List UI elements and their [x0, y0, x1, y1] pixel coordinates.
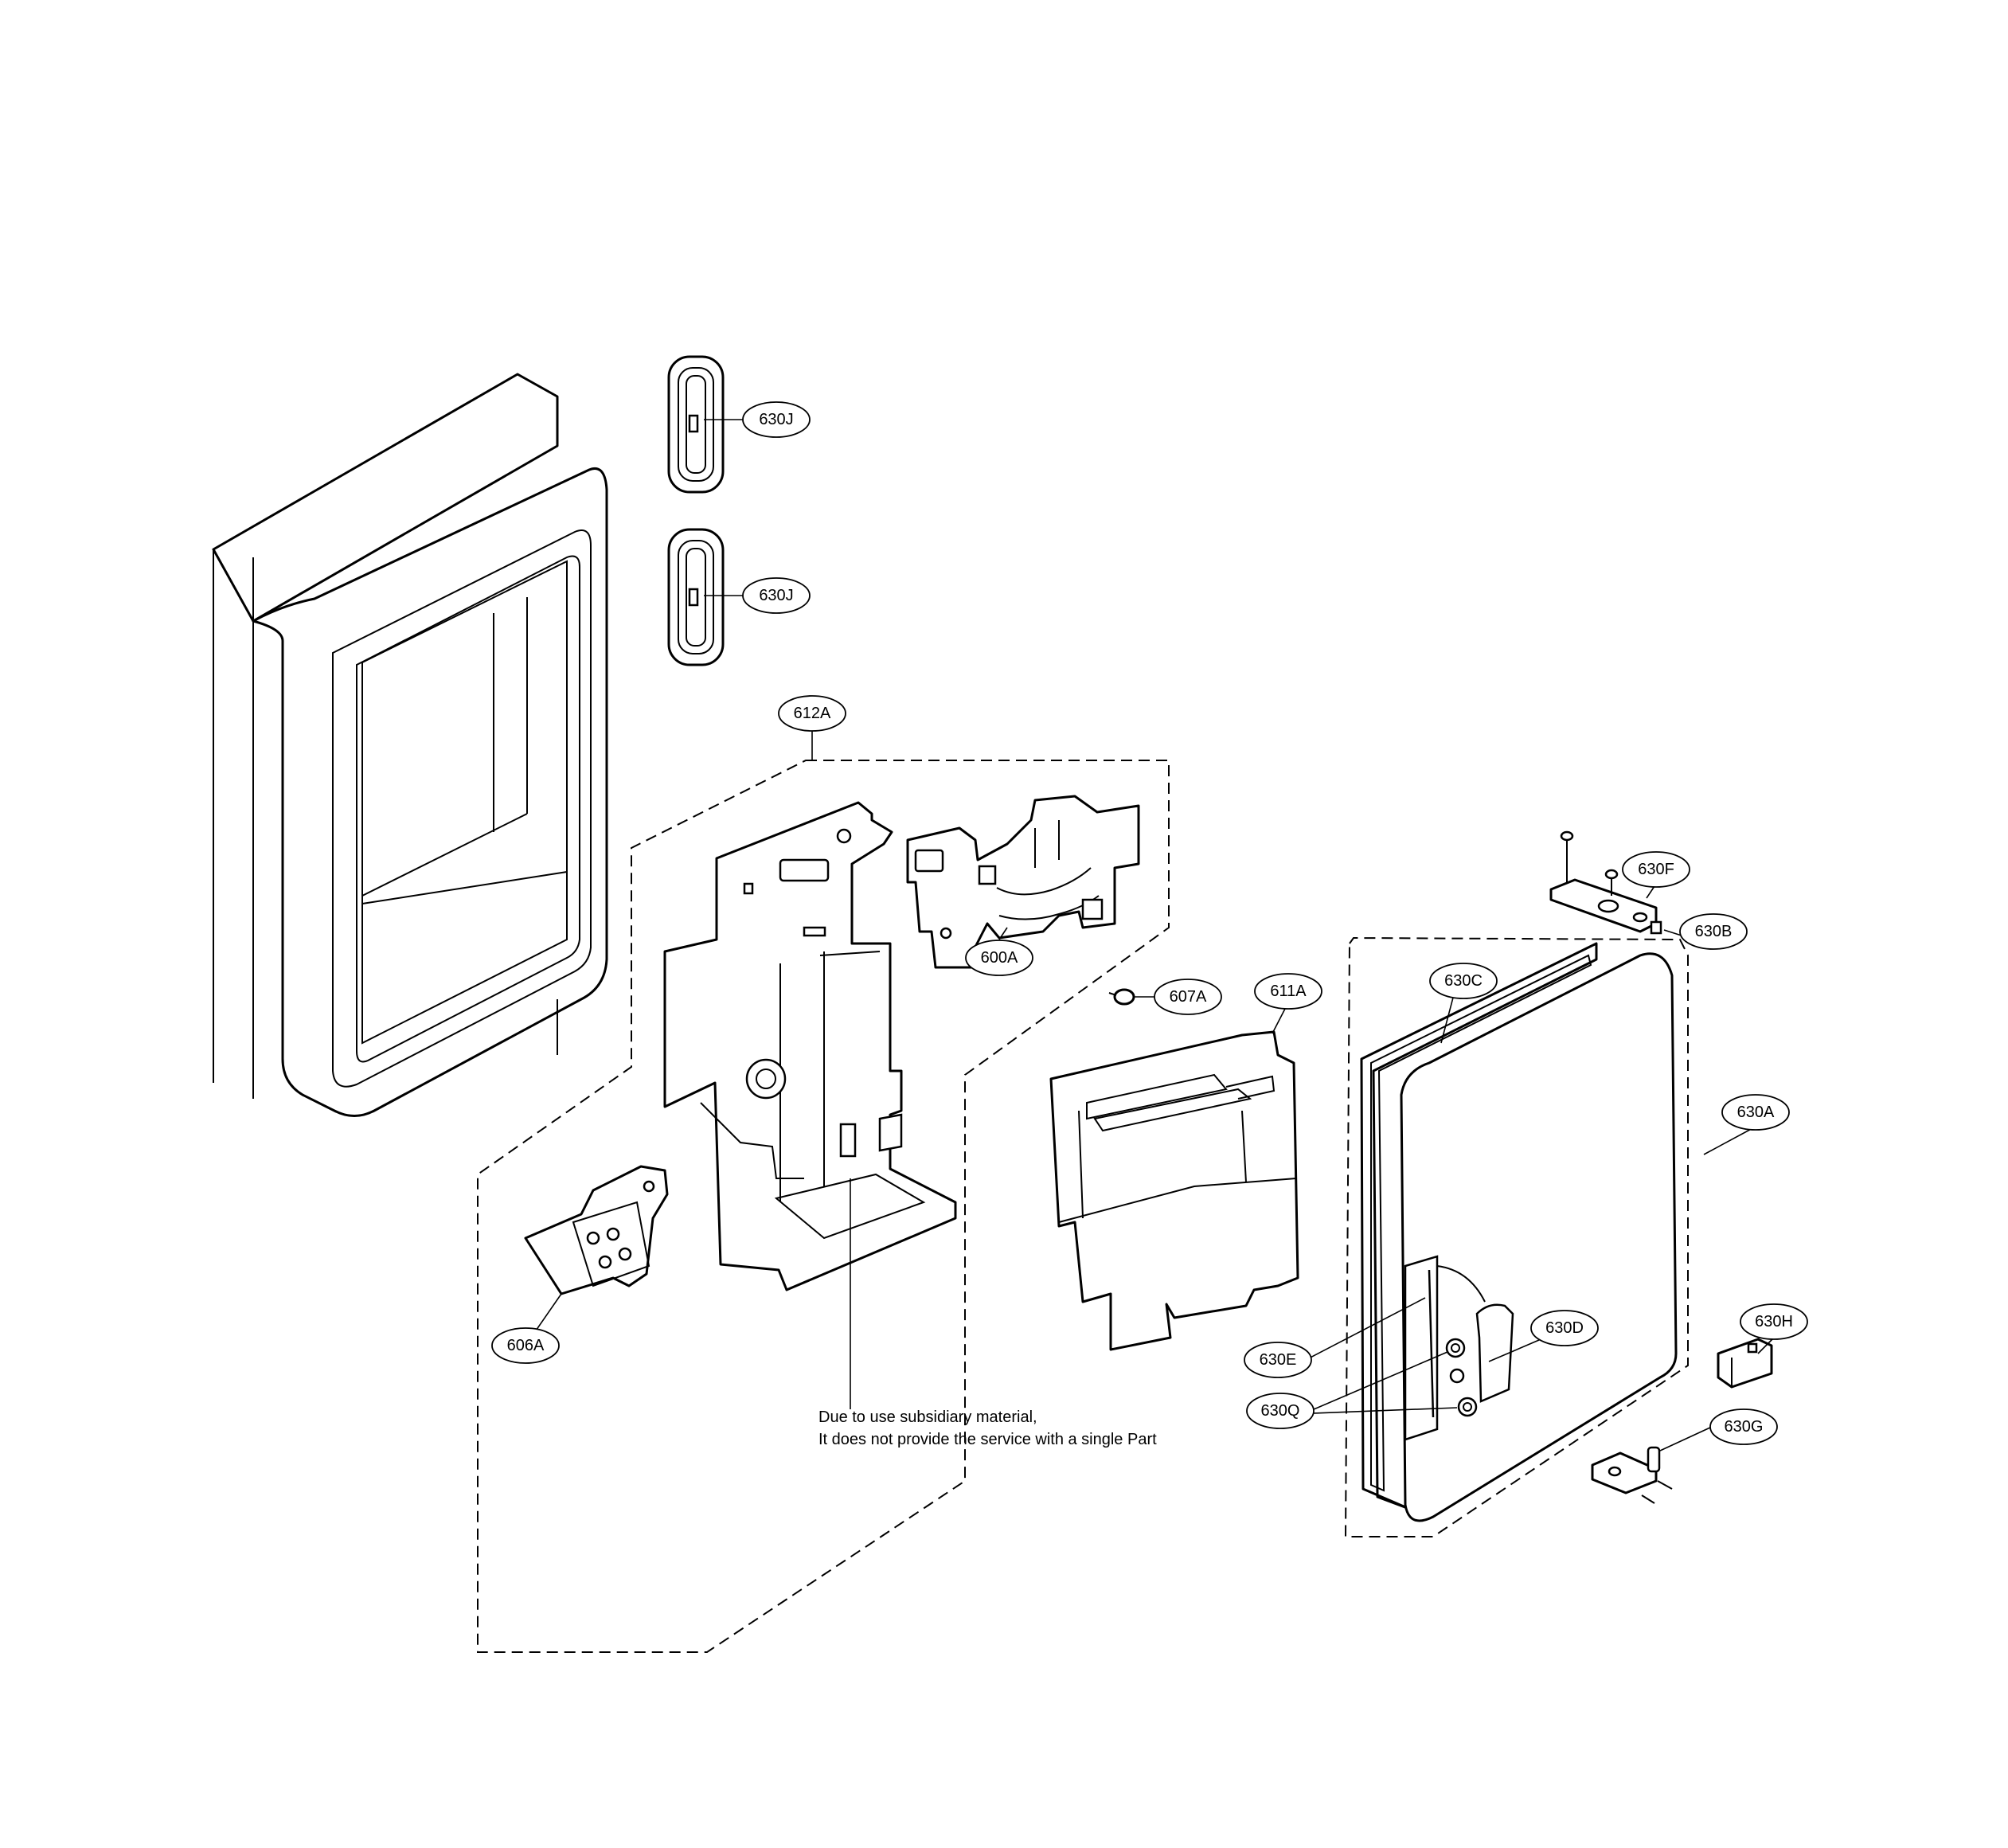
hinge-plate-630f [1549, 830, 1662, 935]
callout-630e: 630E [1244, 1342, 1312, 1378]
callout-630h: 630H [1740, 1303, 1808, 1340]
callout-label: 607A [1170, 988, 1207, 1006]
chute-cover [1049, 1030, 1299, 1351]
callout-630b: 630B [1679, 913, 1748, 950]
callout-607a: 607A [1154, 979, 1222, 1015]
door-frame-assembly [212, 373, 608, 1117]
seal-630j-lower [667, 528, 725, 666]
seal-630j-upper [667, 355, 725, 494]
callout-630j-upper: 630J [742, 401, 811, 438]
callout-label: 630G [1725, 1418, 1764, 1436]
callout-label: 630J [759, 411, 793, 428]
callout-label: 630Q [1261, 1402, 1300, 1420]
dispenser-door [1360, 942, 1678, 1522]
subsidiary-material-note: Due to use subsidiary material, It does … [818, 1408, 1157, 1448]
dispenser-housing [663, 801, 957, 1291]
bracket-606a [524, 1165, 669, 1295]
callout-630q: 630Q [1246, 1393, 1315, 1429]
lower-hinge-630g [1591, 1446, 1673, 1504]
callout-label: 630E [1260, 1351, 1297, 1369]
callout-label: 630D [1545, 1319, 1584, 1337]
callout-600a: 600A [965, 940, 1033, 976]
callout-label: 630J [759, 587, 793, 604]
group-boundary-630a [1344, 936, 1689, 1537]
callout-label: 630C [1444, 972, 1483, 990]
callout-label: 611A [1270, 983, 1307, 1000]
callout-630c: 630C [1429, 963, 1498, 999]
note-line-1: Due to use subsidiary material, [818, 1408, 1037, 1426]
ice-maker [906, 795, 1140, 969]
cap-630h [1717, 1338, 1773, 1389]
callout-label: 630F [1638, 861, 1674, 878]
note-line-2: It does not provide the service with a s… [818, 1431, 1157, 1448]
callout-630a: 630A [1721, 1094, 1790, 1131]
callout-label: 606A [507, 1337, 545, 1354]
group-boundary-612a [477, 760, 1170, 1653]
callout-label: 600A [981, 949, 1018, 967]
callout-611a: 611A [1254, 973, 1322, 1010]
callout-612a: 612A [778, 695, 846, 732]
callout-630d: 630D [1530, 1310, 1599, 1346]
screw-607a [1108, 988, 1135, 1006]
callout-label: 612A [794, 705, 831, 722]
callout-label: 630A [1737, 1104, 1775, 1121]
callout-630g: 630G [1709, 1408, 1778, 1445]
callout-label: 630H [1755, 1313, 1793, 1330]
callout-label: 630B [1695, 923, 1733, 940]
callout-630f: 630F [1622, 851, 1690, 888]
callout-630j-lower: 630J [742, 577, 811, 614]
callout-606a: 606A [491, 1327, 560, 1364]
